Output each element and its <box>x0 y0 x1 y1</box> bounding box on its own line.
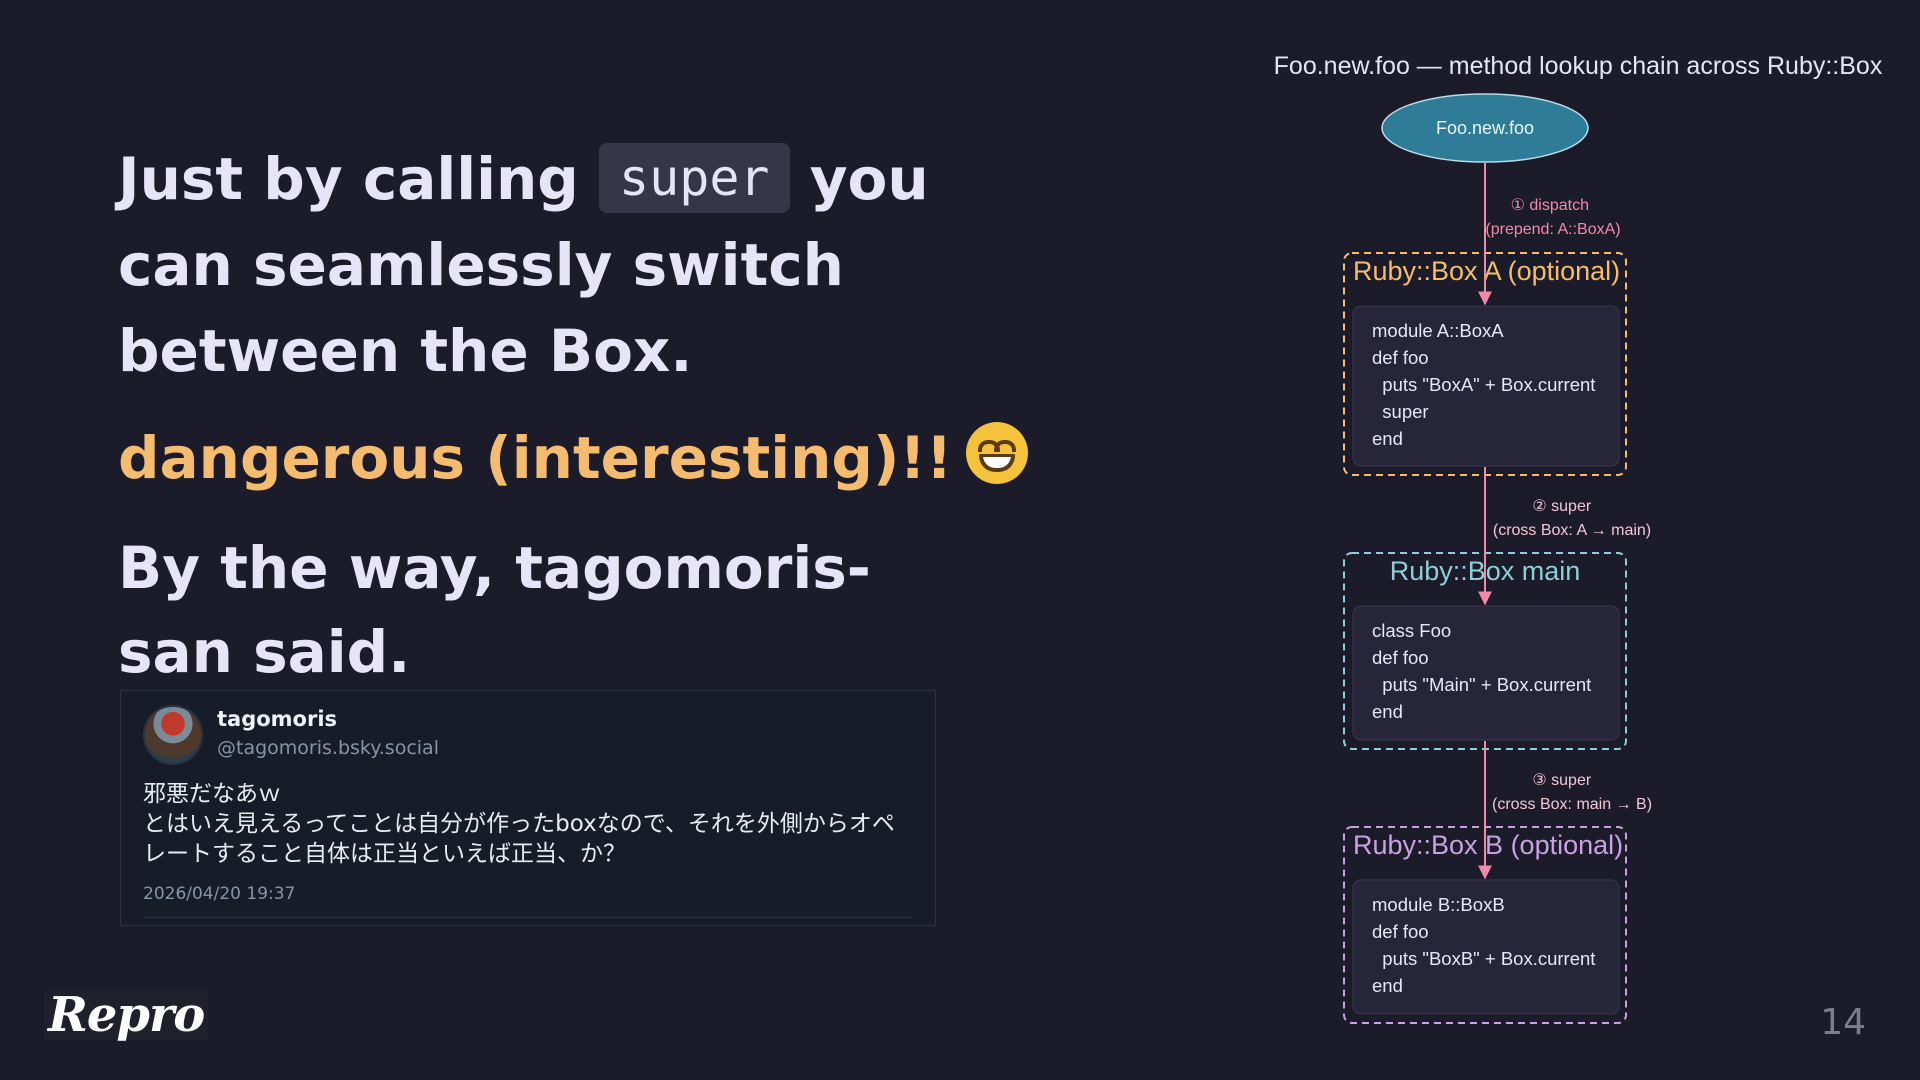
edge-label-1: ① dispatch (prepend: A::BoxA) <box>1485 197 1620 238</box>
post-line: 邪悪だなあｗ <box>143 781 281 807</box>
headline-before: Just by calling <box>118 145 579 213</box>
box-main-code-block <box>1352 605 1620 741</box>
diagram-title: Foo.new.foo — method lookup chain across… <box>1274 52 1883 80</box>
social-post-card[interactable]: tagomoris @tagomoris.bsky.social 邪悪だなあｗ … <box>120 690 936 926</box>
start-node <box>1381 93 1589 163</box>
headline: Just by calling super you can seamlessly… <box>118 136 958 394</box>
box-b-cluster: Ruby::Box B (optional) module B::BoxB de… <box>1343 826 1627 1024</box>
start-node-label: Foo.new.foo <box>1436 118 1534 138</box>
box-a-cluster: Ruby::Box A (optional) module A::BoxA de… <box>0 0 1642 476</box>
box-b-code-block <box>1352 879 1620 1015</box>
box-a-label: Ruby::Box A (optional) <box>1353 256 1620 286</box>
box-main-code: class Foo def foo puts "Main" + Box.curr… <box>1372 620 1591 722</box>
code-line: class Foo <box>1372 620 1451 641</box>
headline-after: you can seamlessly switch between the Bo… <box>118 145 929 385</box>
code-line: puts "BoxB" + Box.current <box>1372 948 1595 969</box>
page-number: 14 <box>1820 1002 1866 1043</box>
super-code-chip: super <box>599 143 790 213</box>
post-line: レートすること自体は正当といえば正当、か？ <box>143 841 626 867</box>
post-timestamp[interactable]: 2026/04/20 19:37 <box>143 884 296 904</box>
grinning-face-icon <box>966 422 1029 484</box>
box-a-code-block <box>1352 305 1620 467</box>
code-line: end <box>1372 701 1403 722</box>
post-handle[interactable]: @tagomoris.bsky.social <box>217 737 439 759</box>
post-line: とはいえ見えるってことは自分が作ったboxなので、それを外側からオペ <box>143 811 895 837</box>
code-line: puts "BoxA" + Box.current <box>1372 374 1595 395</box>
box-b-label: Ruby::Box B (optional) <box>1353 830 1623 860</box>
post-author[interactable]: tagomoris <box>217 707 338 731</box>
divider <box>143 917 913 918</box>
code-line: end <box>1372 975 1403 996</box>
code-line: module B::BoxB <box>1372 894 1505 915</box>
edge-label-3: ③ super (cross Box: main → B) <box>1492 772 1652 813</box>
repro-logo: Repro <box>44 990 209 1040</box>
code-line: def foo <box>1372 921 1429 942</box>
post-body: 邪悪だなあｗ とはいえ見えるってことは自分が作ったboxなので、それを外側からオ… <box>143 779 923 869</box>
code-line: puts "Main" + Box.current <box>1372 674 1591 695</box>
code-line: end <box>1372 428 1403 449</box>
box-b-code: module B::BoxB def foo puts "BoxB" + Box… <box>1372 894 1595 996</box>
box-a-code: module A::BoxA def foo puts "BoxA" + Box… <box>0 0 1642 449</box>
code-line: super <box>1372 401 1429 422</box>
box-main-cluster: Ruby::Box main class Foo def foo puts "M… <box>1343 552 1627 750</box>
avatar[interactable] <box>143 705 203 765</box>
highlight-text: dangerous (interesting)!! <box>118 418 1029 498</box>
code-line: def foo <box>1372 347 1429 368</box>
edge-label-2: ② super (cross Box: A → main) <box>1493 498 1651 539</box>
code-line: module A::BoxA <box>1372 320 1504 341</box>
code-line: def foo <box>1372 647 1429 668</box>
byway-text: By the way, tagomoris-san said. <box>118 534 871 686</box>
highlight-label: dangerous (interesting)!! <box>118 424 953 492</box>
